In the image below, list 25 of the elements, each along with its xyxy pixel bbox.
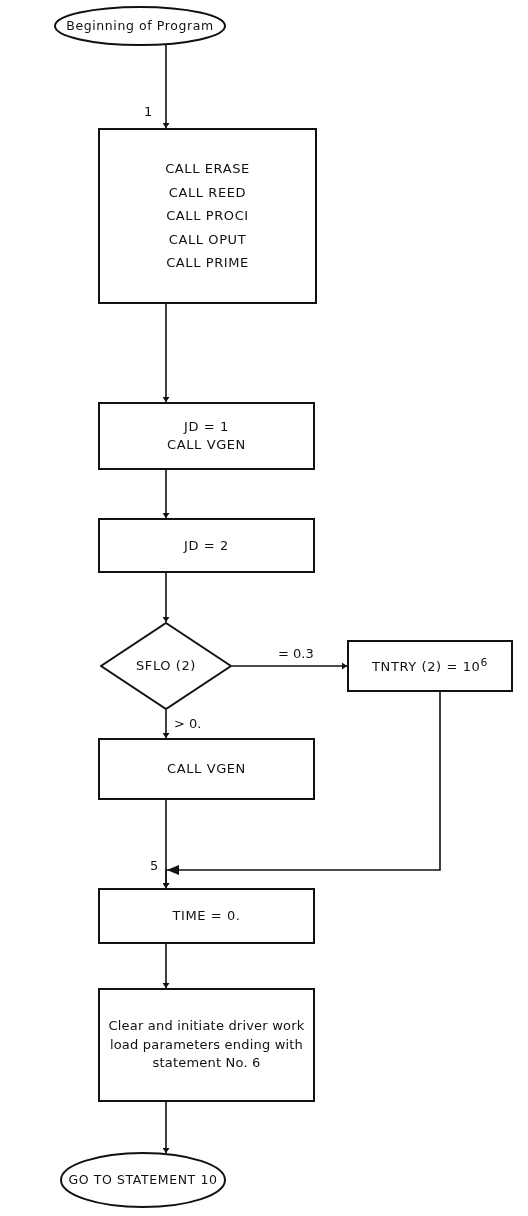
process-box	[347, 640, 513, 692]
decision-diamond	[100, 622, 232, 710]
statement-text: CALL PRIME	[166, 254, 249, 273]
statement-text: CALL OPUT	[168, 230, 247, 249]
statement-text: CALL VGEN	[167, 760, 246, 778]
statement-text: CALL PROCI	[166, 207, 249, 226]
process-box	[98, 402, 315, 470]
statement-text: TNTRY (2) = 10$^{6}$	[372, 656, 488, 676]
terminal-ellipse	[60, 1152, 226, 1208]
process-box	[98, 888, 315, 944]
statement-text: JD = 2	[184, 536, 229, 555]
statement-text: Beginning of Program	[66, 17, 214, 35]
terminal-ellipse	[54, 6, 226, 46]
statement-text: Clear and initiate driver work load parameters ending with statement No. 6	[107, 1016, 306, 1073]
statement-text: GO TO STATEMENT 10	[68, 1171, 218, 1189]
process-box	[98, 128, 317, 304]
condition-text: SFLO (2)	[135, 657, 197, 675]
process-box	[98, 738, 315, 800]
statement-text: CALL ERASE	[165, 160, 250, 179]
process-box	[98, 518, 315, 573]
statement-text: JD = 1	[184, 418, 229, 436]
statement-text: CALL REED	[168, 183, 247, 202]
statement-text: CALL VGEN	[167, 436, 246, 454]
statement-text: TIME = 0.	[172, 907, 241, 925]
process-box	[98, 988, 315, 1102]
